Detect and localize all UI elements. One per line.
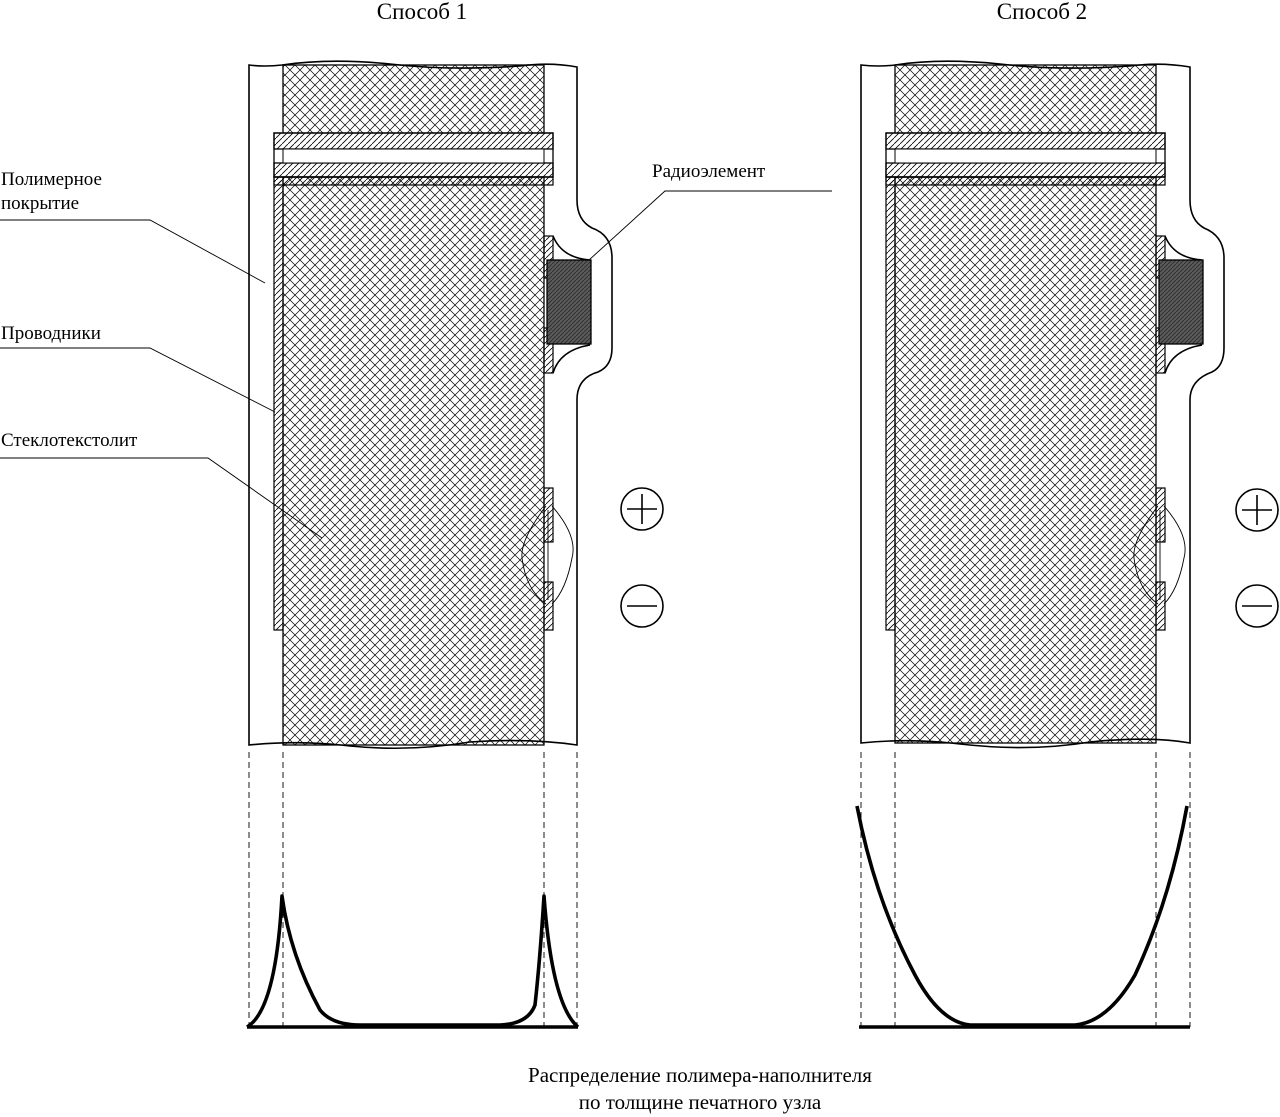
fiberglass-label: Стеклотекстолит xyxy=(1,430,138,451)
caption-line-2: по толщине печатного узла xyxy=(579,1090,822,1114)
method-2-title: Способ 2 xyxy=(997,0,1087,24)
radio-element-label: Радиоэлемент xyxy=(652,161,766,182)
label-radio-element: Радиоэлемент xyxy=(577,161,832,271)
minus-circle-icon xyxy=(1235,584,1279,628)
method-1-title: Способ 1 xyxy=(377,0,467,24)
method-2-coating-outline xyxy=(860,60,1225,749)
caption-line-1: Распределение полимера-наполнителя xyxy=(528,1063,872,1087)
method-1-coating-outline xyxy=(248,60,613,750)
label-polymer-coating: Полимерное покрытие xyxy=(0,169,266,284)
method-1-distribution-curve xyxy=(245,894,580,1029)
polymer-coating-label-line1: Полимерное xyxy=(1,169,102,190)
plus-circle-icon xyxy=(620,487,664,531)
projection-lines xyxy=(248,752,1191,1027)
method-2-radio-element xyxy=(1158,259,1204,345)
method-1-cross-section xyxy=(248,60,613,750)
method-2-distribution-curve xyxy=(855,805,1190,1029)
minus-circle-icon xyxy=(620,584,664,628)
conductors-label: Проводники xyxy=(1,323,101,344)
plus-circle-icon xyxy=(1235,488,1279,532)
label-conductors: Проводники xyxy=(0,323,276,413)
method-1-radio-element xyxy=(546,259,592,345)
method-2-cross-section xyxy=(860,60,1225,749)
polymer-coating-label-line2: покрытие xyxy=(1,193,79,214)
